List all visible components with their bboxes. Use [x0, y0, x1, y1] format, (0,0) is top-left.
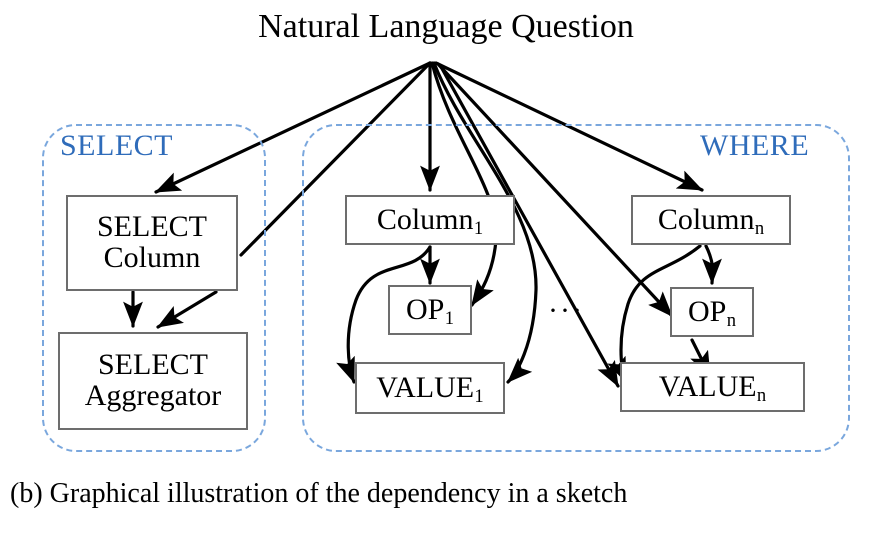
- node-column-1-subscript: 1: [473, 217, 484, 239]
- node-value-1[interactable]: VALUE1: [355, 362, 505, 414]
- node-value-n-label: VALUEn: [658, 369, 767, 406]
- node-select-aggregator-line1: SELECT: [98, 348, 208, 382]
- node-column-1-text: Column: [376, 202, 474, 236]
- node-value-n[interactable]: VALUEn: [620, 362, 805, 412]
- node-op-1-subscript: 1: [444, 307, 454, 329]
- node-value-1-text: VALUE: [376, 370, 475, 404]
- node-select-column-line1: SELECT: [97, 210, 207, 244]
- node-column-n-label: Columnn: [657, 202, 765, 239]
- node-value-n-subscript: n: [756, 384, 767, 406]
- group-box-select: [42, 124, 266, 452]
- node-select-aggregator-line2: Aggregator: [84, 379, 222, 412]
- edge-question-to-select-column: [154, 61, 432, 194]
- group-label-select: SELECT: [60, 129, 173, 162]
- node-column-n-subscript: n: [754, 217, 765, 239]
- node-op-n-label: OPn: [687, 294, 736, 331]
- node-value-1-label: VALUE1: [376, 370, 484, 407]
- page-title: Natural Language Question: [258, 8, 634, 45]
- node-column-1[interactable]: Column1: [345, 195, 515, 245]
- node-select-column[interactable]: SELECT Column: [66, 195, 238, 291]
- group-label-where: WHERE: [700, 129, 810, 162]
- node-op-n[interactable]: OPn: [670, 287, 754, 337]
- edge-column-n-to-op-n: [702, 244, 722, 285]
- edge-question-to-value-n: [438, 63, 620, 388]
- node-column-1-label: Column1: [376, 202, 484, 239]
- node-op-n-subscript: n: [726, 309, 736, 331]
- edge-question-to-op-n: [436, 62, 674, 318]
- node-column-n[interactable]: Columnn: [631, 195, 791, 245]
- node-op-1[interactable]: OP1: [388, 285, 472, 335]
- node-select-aggregator[interactable]: SELECT Aggregator: [58, 332, 248, 430]
- edge-question-to-column-n: [434, 61, 704, 192]
- ellipsis-separator: ···: [548, 294, 584, 327]
- node-op-1-label: OP1: [405, 292, 454, 329]
- edge-column-1-to-value-1: [336, 245, 432, 384]
- edge-question-to-select-column-right: [239, 61, 432, 257]
- node-column-n-text: Column: [657, 202, 755, 236]
- node-value-n-text: VALUE: [658, 369, 757, 403]
- group-box-where: [302, 124, 850, 452]
- node-select-column-line2: Column: [103, 241, 201, 274]
- edge-question-to-value-1: [432, 61, 538, 384]
- node-op-n-text: OP: [687, 294, 727, 328]
- figure-caption: (b) Graphical illustration of the depend…: [10, 478, 628, 509]
- node-value-1-subscript: 1: [474, 385, 484, 407]
- edge-question-to-select-aggregator: [156, 290, 218, 329]
- node-op-1-text: OP: [405, 292, 445, 326]
